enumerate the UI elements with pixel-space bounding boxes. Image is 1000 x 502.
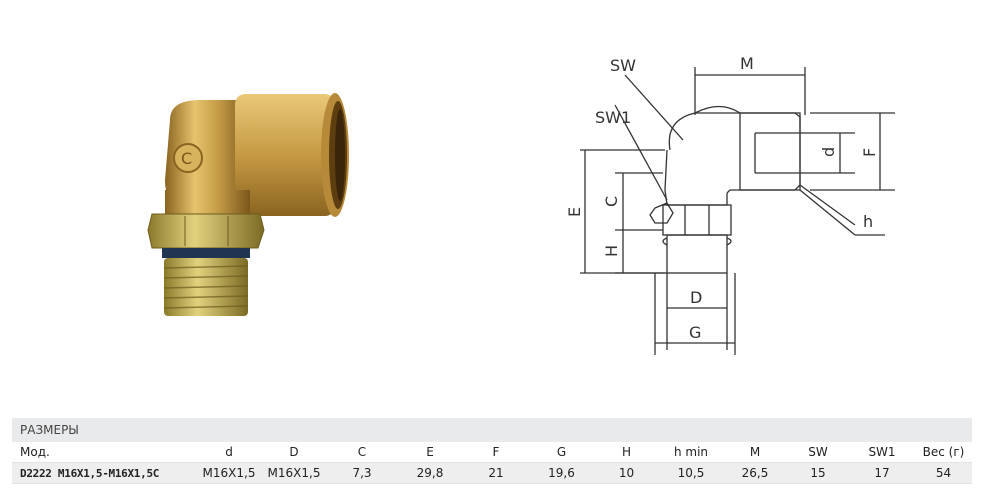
cell-d-cap: M16X1,5 bbox=[267, 466, 321, 480]
label-f: F bbox=[860, 148, 879, 157]
header-h-cap: H bbox=[621, 445, 632, 459]
label-h-small: h bbox=[863, 212, 873, 231]
header-g: G bbox=[556, 445, 567, 459]
header-e: E bbox=[426, 445, 434, 459]
label-c: C bbox=[602, 196, 621, 207]
table-header-row: Мод. d D C E F G H h min M SW SW1 Вес (г… bbox=[12, 442, 972, 463]
label-sw1: SW1 bbox=[595, 108, 631, 127]
header-model: Мод. bbox=[20, 445, 50, 459]
table-section-title: РАЗМЕРЫ bbox=[12, 418, 972, 442]
cell-c: 7,3 bbox=[352, 466, 372, 480]
table-row: D2222 M16X1,5-M16X1,5C M16X1,5 M16X1,5 7… bbox=[12, 463, 972, 484]
label-m: M bbox=[740, 54, 754, 73]
cell-sw1: 17 bbox=[874, 466, 890, 480]
cell-f: 21 bbox=[488, 466, 504, 480]
cell-h-min: 10,5 bbox=[677, 466, 705, 480]
product-photo: C bbox=[147, 93, 349, 316]
label-d-cap: D bbox=[690, 288, 702, 307]
cell-m: 26,5 bbox=[741, 466, 769, 480]
cell-e: 29,8 bbox=[416, 466, 444, 480]
header-f: F bbox=[492, 445, 500, 459]
label-sw: SW bbox=[610, 56, 636, 75]
label-h-cap: H bbox=[602, 245, 621, 257]
cell-sw: 15 bbox=[810, 466, 826, 480]
cell-h-cap: 10 bbox=[618, 466, 635, 480]
svg-text:C: C bbox=[181, 149, 192, 168]
header-sw1: SW1 bbox=[868, 445, 896, 459]
label-e: E bbox=[565, 207, 584, 217]
cell-g: 19,6 bbox=[548, 466, 575, 480]
header-d-cap: D bbox=[289, 445, 299, 459]
cell-d-small: M16X1,5 bbox=[202, 466, 256, 480]
header-c: C bbox=[357, 445, 367, 459]
header-d-small: d bbox=[225, 445, 233, 459]
header-h-min: h min bbox=[673, 445, 709, 459]
header-weight: Вес (г) bbox=[922, 445, 965, 459]
header-sw: SW bbox=[808, 445, 828, 459]
dimensions-table: РАЗМЕРЫ Мод. d D C E F G H h min M SW SW… bbox=[12, 418, 972, 484]
label-g: G bbox=[689, 323, 701, 342]
label-d-small: d bbox=[819, 147, 838, 157]
cell-model: D2222 M16X1,5-M16X1,5C bbox=[20, 466, 160, 480]
technical-drawing: SW SW1 M d F E C H h D G bbox=[565, 54, 895, 355]
header-m: M bbox=[749, 445, 761, 459]
cell-weight: 54 bbox=[935, 466, 952, 480]
